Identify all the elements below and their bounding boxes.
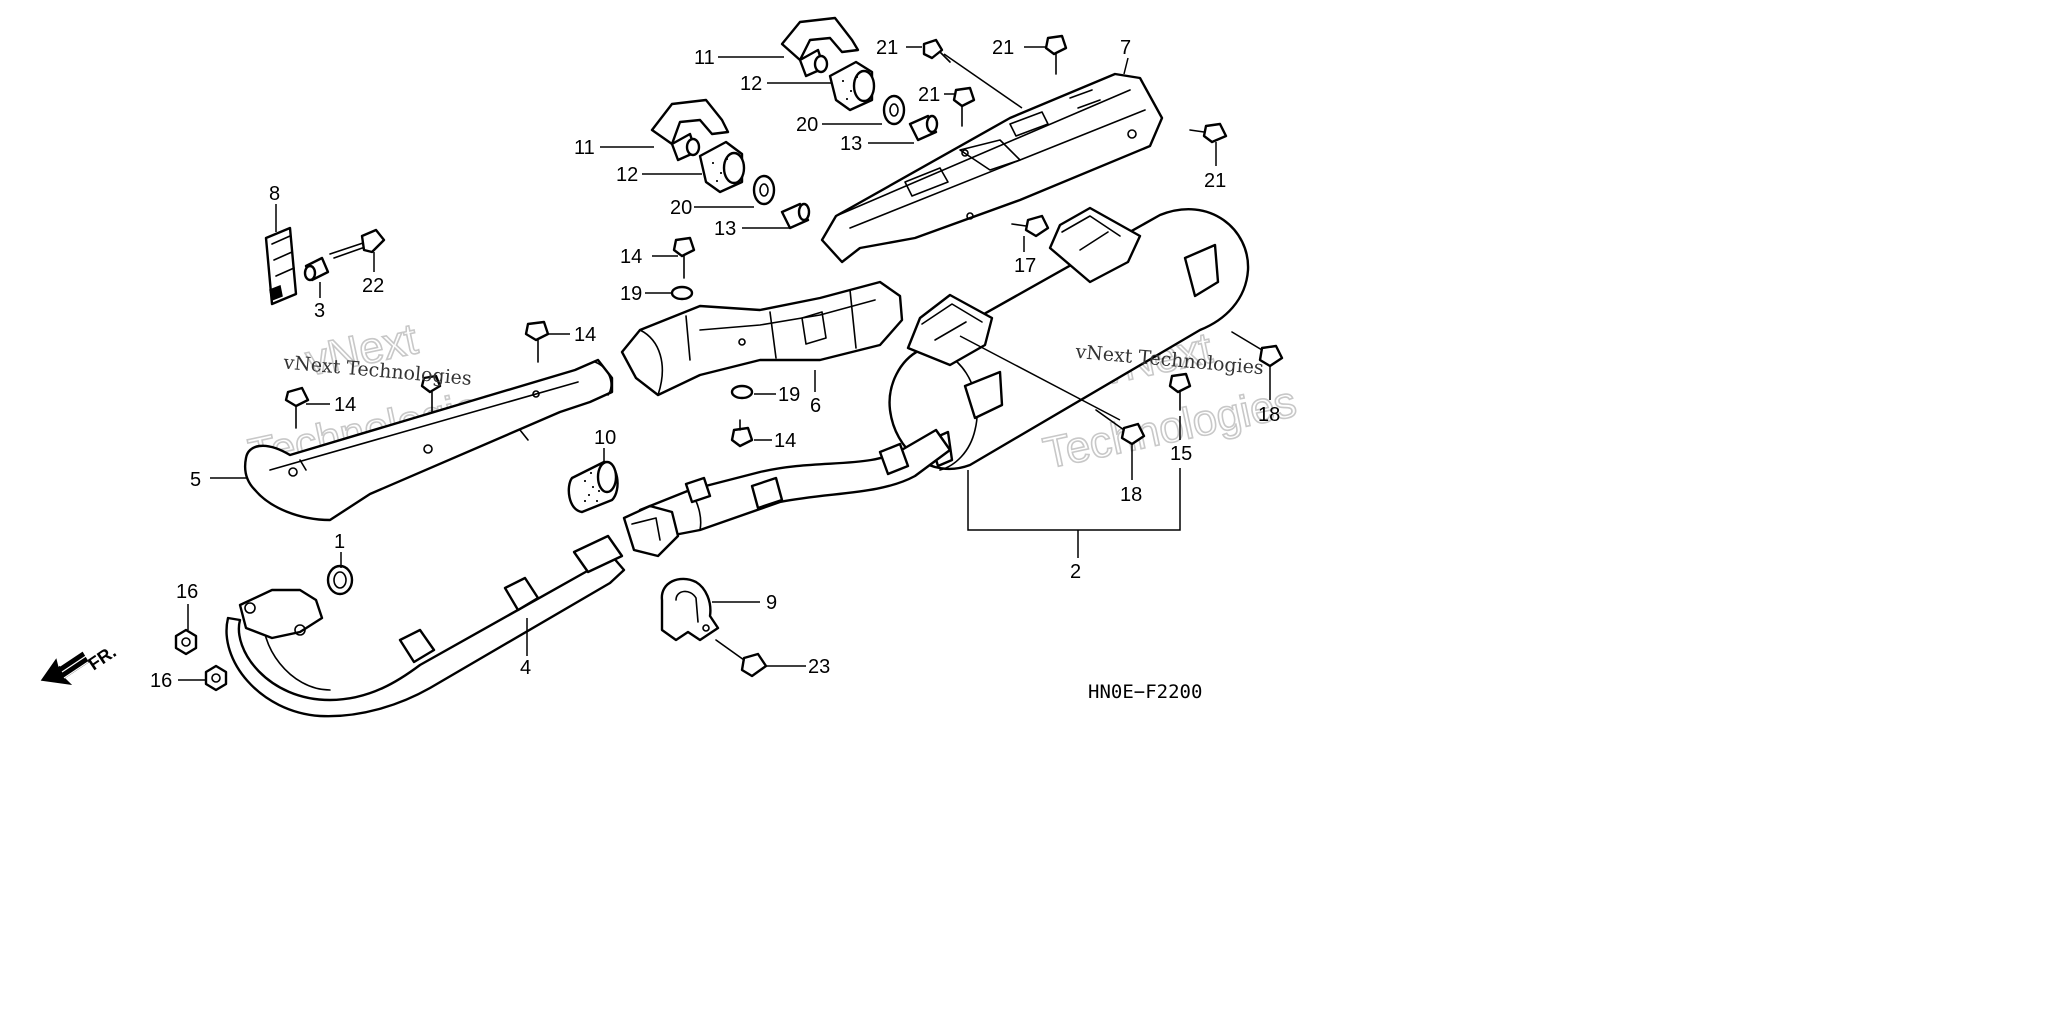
callout-18-a: 18 (1258, 404, 1280, 426)
nut-16-a (174, 628, 198, 656)
callout-21-a: 21 (876, 37, 898, 59)
washer-20-upper (882, 94, 906, 126)
bolt-14-d (730, 419, 754, 448)
callout-21-b: 21 (992, 37, 1014, 59)
callout-16-b: 16 (150, 670, 172, 692)
leader-lines (178, 46, 1271, 681)
exhaust-parts-diagram: vNext Technologies vNext Technologies (40, 16, 1301, 718)
bolt-21-a (922, 38, 951, 63)
callout-14-b: 14 (574, 324, 596, 346)
callout-4: 4 (520, 657, 531, 679)
nut-16-b (204, 664, 228, 692)
callout-8: 8 (269, 183, 280, 205)
bolt-left-small (420, 374, 442, 413)
bolt-14-b (524, 320, 550, 363)
gasket-1 (326, 564, 354, 596)
collar-13-lower (780, 202, 811, 230)
diagram-code: HN0E−F2200 (1088, 681, 1202, 703)
collar-13-upper (908, 114, 939, 142)
mount-bracket-11-upper (780, 16, 860, 78)
callout-21-c: 21 (918, 84, 940, 106)
front-direction-arrow: FR. (40, 641, 120, 686)
callout-20-upper: 20 (796, 114, 818, 136)
callout-19-a: 19 (620, 283, 642, 305)
heat-shield-middle (620, 280, 904, 397)
washer-19-a (670, 285, 694, 301)
callout-21-d: 21 (1204, 170, 1226, 192)
exhaust-pipe (225, 534, 626, 718)
callout-14-a: 14 (620, 246, 642, 268)
callout-19-b: 19 (778, 384, 800, 406)
callout-7: 7 (1120, 37, 1131, 59)
callout-16-a: 16 (176, 581, 198, 603)
bolt-14-a (672, 236, 696, 279)
bolt-17 (1011, 214, 1050, 238)
bolt-14-c (284, 386, 310, 429)
bracket-8 (264, 226, 298, 306)
callout-14-d: 14 (774, 430, 796, 452)
callout-10: 10 (594, 427, 616, 449)
exhaust-gasket-10 (567, 460, 619, 514)
bolt-15 (1168, 372, 1192, 411)
callout-14-c: 14 (334, 394, 356, 416)
collar-3 (303, 256, 330, 282)
callout-23: 23 (808, 656, 830, 678)
callout-9: 9 (766, 592, 777, 614)
callout-12-lower: 12 (616, 164, 638, 186)
callout-11-upper: 11 (694, 47, 715, 69)
washer-20-lower (752, 174, 776, 206)
middle-pipe (622, 428, 952, 558)
bolt-21-b (1044, 34, 1068, 75)
callout-17: 17 (1014, 255, 1036, 277)
mount-bracket-11-lower (650, 98, 730, 162)
callout-1: 1 (334, 531, 345, 553)
bolt-18-a (1231, 331, 1284, 368)
callout-2: 2 (1070, 561, 1081, 583)
callout-22: 22 (362, 275, 384, 297)
washer-19-b (730, 384, 754, 400)
mount-rubber-12-lower (698, 140, 746, 194)
bolt-21-c (952, 86, 976, 127)
mount-rubber-12-upper (828, 60, 876, 112)
callout-5: 5 (190, 469, 201, 491)
callout-12-upper: 12 (740, 73, 762, 95)
muffler (888, 206, 1250, 471)
callout-13-upper: 13 (840, 133, 862, 155)
front-arrow-label: FR. (84, 641, 119, 674)
callout-15: 15 (1170, 443, 1192, 465)
callout-13-lower: 13 (714, 218, 736, 240)
callout-20-lower: 20 (670, 197, 692, 219)
bolt-18-b (1095, 409, 1146, 446)
callout-11-lower: 11 (574, 137, 595, 159)
heat-shield-upper (820, 72, 1164, 264)
callout-6: 6 (810, 395, 821, 417)
callout-3: 3 (314, 300, 325, 322)
bolt-23 (715, 639, 768, 678)
callout-18-b: 18 (1120, 484, 1142, 506)
bolt-21-d (1189, 122, 1228, 144)
heat-shield-front (243, 358, 614, 522)
callout-labels: 1 2 3 4 5 6 7 8 9 10 11 11 12 12 13 13 1… (150, 37, 1280, 692)
pipe-clamp-9 (660, 577, 720, 642)
bolt-22 (329, 228, 386, 259)
